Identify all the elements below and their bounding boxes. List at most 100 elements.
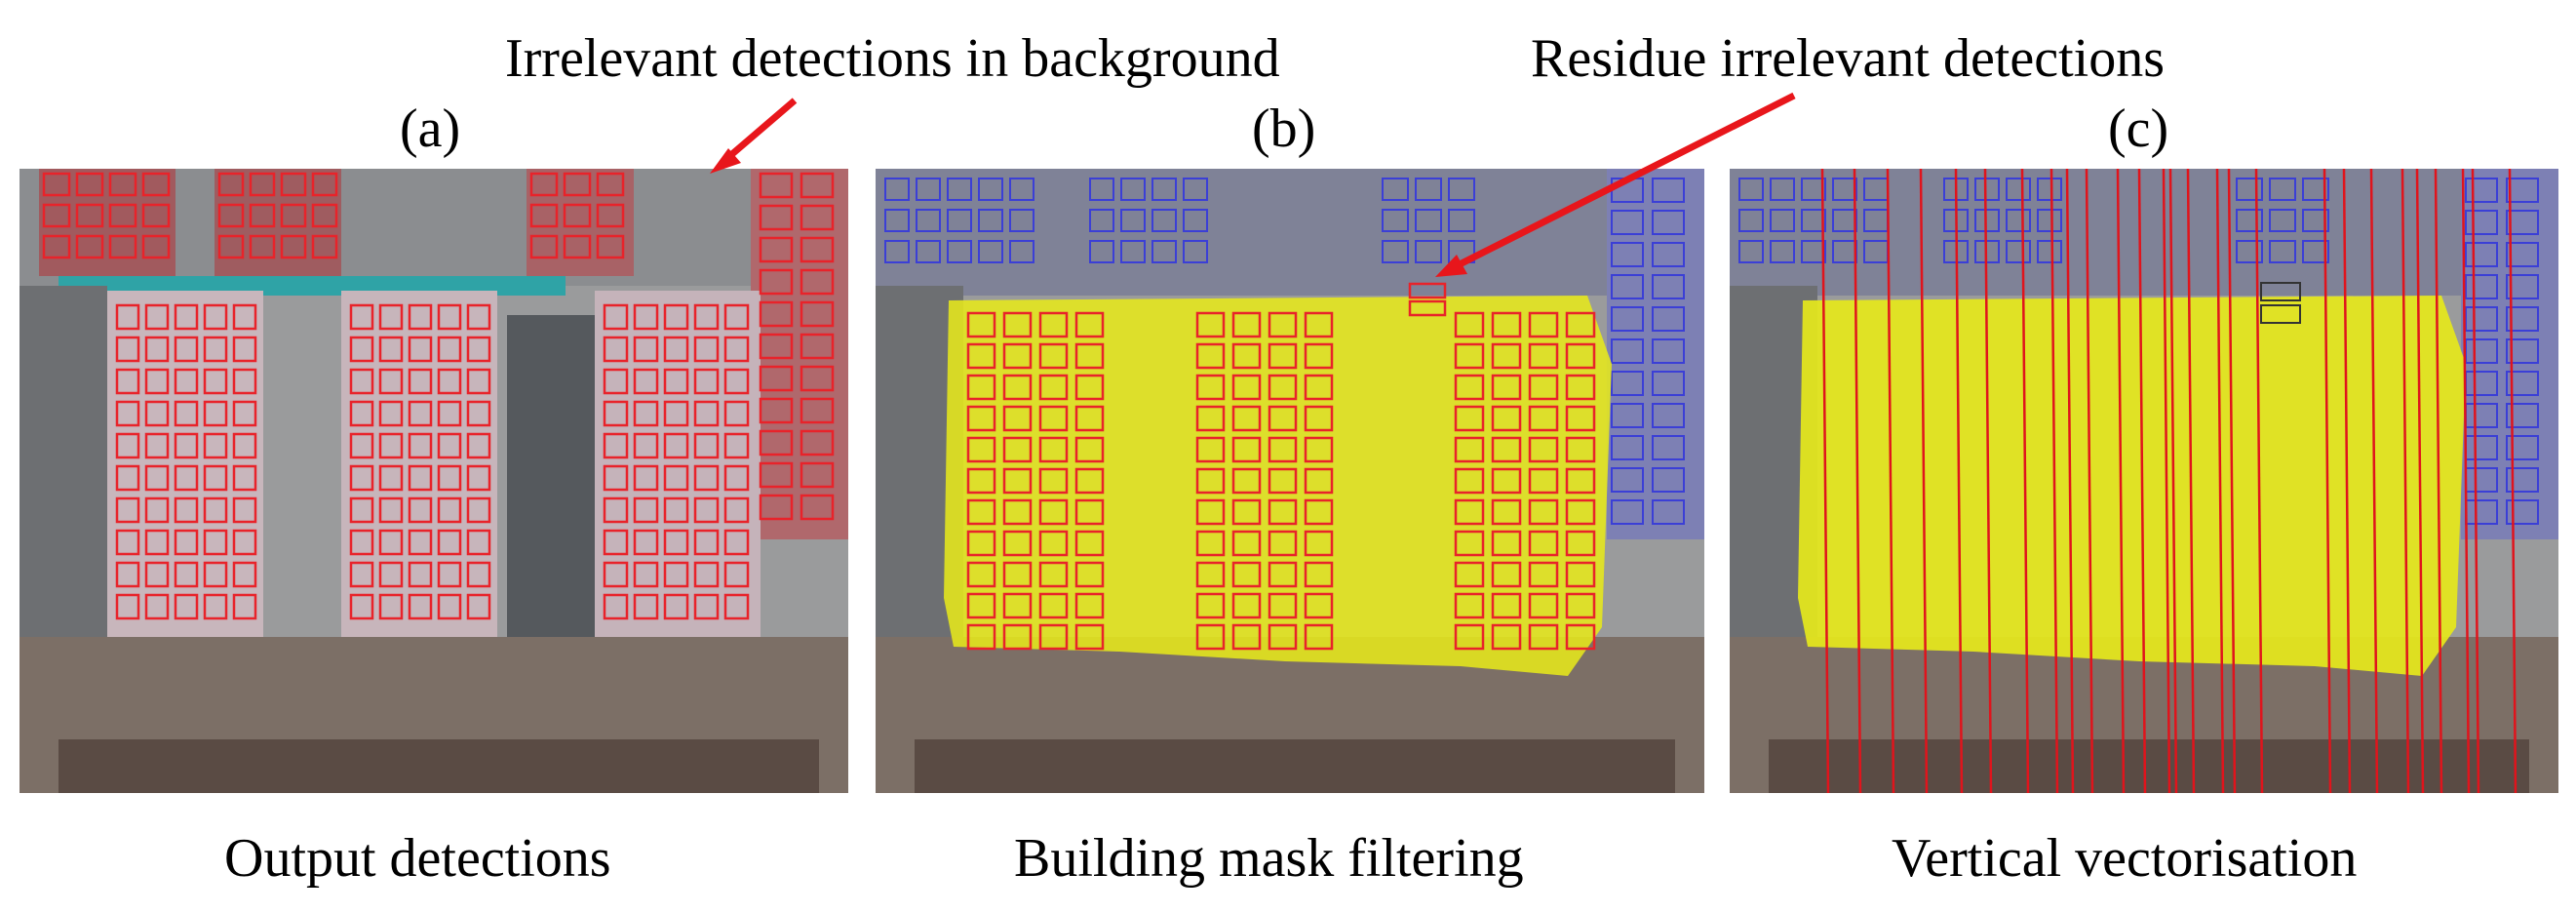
window-detection-box	[1002, 342, 1033, 370]
vertical-vector-line	[2461, 169, 2471, 793]
window-detection-box	[603, 303, 629, 331]
window-detection-box	[693, 593, 720, 620]
window-detection-box	[800, 494, 835, 521]
window-detection-box	[723, 529, 750, 556]
window-detection-box	[1454, 311, 1485, 338]
window-detection-box	[1151, 178, 1177, 201]
window-detection-box	[759, 236, 794, 263]
window-detection-box	[437, 368, 462, 395]
window-detection-box	[115, 336, 140, 363]
window-detection-box	[466, 400, 491, 427]
window-detection-box	[378, 561, 404, 588]
window-detection-box	[966, 342, 996, 370]
window-detection-box	[1195, 623, 1226, 651]
window-detection-box	[1652, 499, 1685, 525]
window-detection-box	[249, 172, 276, 197]
window-detection-box	[529, 172, 559, 197]
window-detection-box	[1231, 405, 1262, 432]
window-detection-box	[75, 234, 104, 259]
window-detection-box	[437, 529, 462, 556]
window-detection-box	[633, 464, 659, 492]
window-detection-box	[2465, 178, 2498, 203]
window-detection-box	[174, 593, 199, 620]
window-detection-box	[2302, 178, 2329, 201]
window-detection-box	[141, 172, 171, 197]
window-detection-box	[115, 561, 140, 588]
window-detection-box	[693, 432, 720, 459]
window-detection-box	[759, 429, 794, 456]
window-detection-box	[1195, 592, 1226, 619]
window-detection-box	[1195, 498, 1226, 526]
window-detection-box	[1002, 467, 1033, 495]
window-detection-box	[1009, 209, 1034, 232]
window-detection-box	[144, 368, 170, 395]
window-detection-box	[663, 368, 689, 395]
window-detection-box	[693, 496, 720, 524]
window-detection-box	[1002, 592, 1033, 619]
window-detection-box	[1491, 405, 1522, 432]
window-detection-box	[1652, 371, 1685, 396]
window-detection-box	[633, 368, 659, 395]
window-detection-box	[1231, 436, 1262, 463]
vertical-vector-lines-layer	[1820, 169, 2517, 793]
window-detection-box	[174, 336, 199, 363]
window-detection-box	[1611, 499, 1644, 525]
window-detection-box	[1268, 405, 1298, 432]
vertical-vector-line	[2049, 169, 2059, 793]
window-detection-box	[603, 561, 629, 588]
window-detection-box	[378, 432, 404, 459]
window-detection-box	[408, 593, 433, 620]
window-detection-box	[1454, 467, 1485, 495]
window-detection-box	[1183, 178, 1208, 201]
window-detection-box	[1195, 342, 1226, 370]
window-detection-box	[663, 303, 689, 331]
window-detection-box	[759, 204, 794, 231]
window-detection-box	[800, 172, 835, 199]
window-detection-box	[1832, 209, 1857, 232]
window-detection-box	[800, 461, 835, 489]
window-detection-box	[1565, 467, 1596, 495]
window-detection-box	[663, 496, 689, 524]
window-detection-box	[1491, 592, 1522, 619]
window-detection-box	[563, 172, 592, 197]
window-detection-box	[437, 336, 462, 363]
window-detection-box	[144, 496, 170, 524]
window-detection-box	[2506, 274, 2539, 299]
window-detection-box	[174, 303, 199, 331]
window-detection-box	[466, 464, 491, 492]
window-detection-box	[947, 178, 972, 201]
window-detection-box	[529, 234, 559, 259]
window-detection-box	[723, 432, 750, 459]
window-detection-box	[1231, 374, 1262, 401]
window-detection-box	[203, 432, 228, 459]
window-detection-box	[1074, 436, 1105, 463]
vertical-vector-line	[2020, 169, 2030, 793]
vertical-vector-line	[2508, 169, 2517, 793]
window-detection-box	[280, 203, 307, 228]
window-detection-box	[1491, 374, 1522, 401]
vertical-vector-line	[2322, 169, 2332, 793]
window-detection-box	[1491, 467, 1522, 495]
window-detection-box	[203, 464, 228, 492]
window-detection-box	[203, 561, 228, 588]
window-detection-box	[1195, 561, 1226, 588]
window-detection-box	[2006, 178, 2031, 201]
window-detection-box	[174, 496, 199, 524]
window-detection-box	[603, 368, 629, 395]
window-detection-box	[1565, 311, 1596, 338]
window-detection-box	[1304, 311, 1334, 338]
window-detection-box	[1528, 498, 1559, 526]
window-detection-box	[633, 529, 659, 556]
window-detection-box	[663, 336, 689, 363]
window-detection-box	[437, 593, 462, 620]
window-detection-box	[108, 203, 137, 228]
window-detection-box	[349, 593, 374, 620]
detection-boxes-layer	[42, 172, 835, 620]
vertical-vector-line	[2434, 169, 2443, 793]
window-detection-box	[966, 436, 996, 463]
window-detection-box	[966, 467, 996, 495]
window-detection-box	[1382, 209, 1409, 232]
window-detection-box	[1002, 498, 1033, 526]
window-detection-box	[1195, 311, 1226, 338]
window-detection-box	[1652, 274, 1685, 299]
